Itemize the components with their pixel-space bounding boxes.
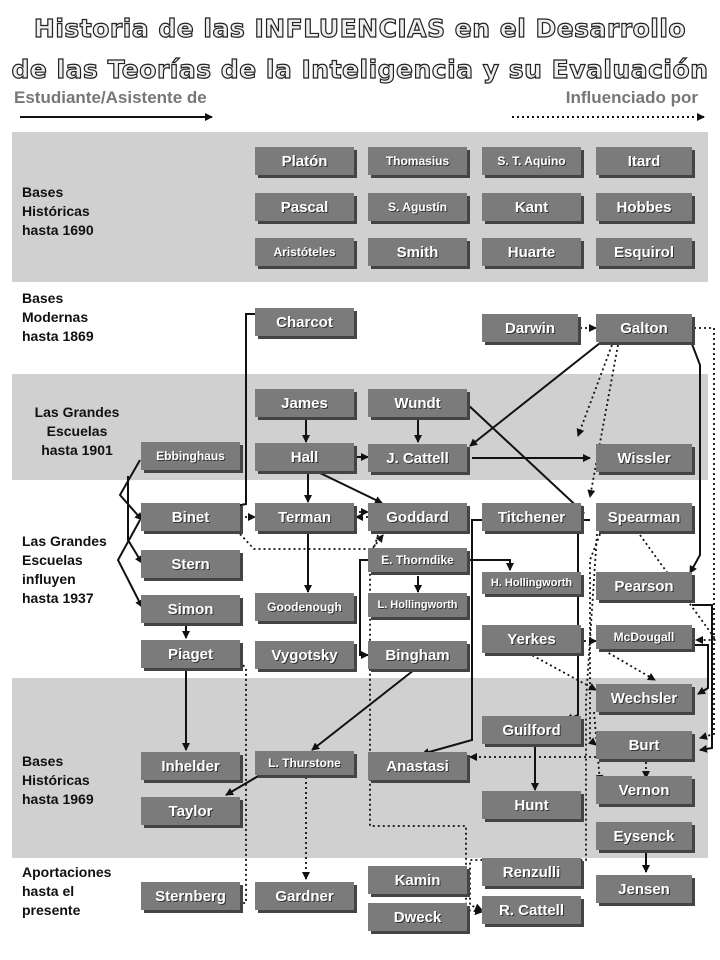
node-galton: Galton (596, 314, 692, 342)
node-jcattell: J. Cattell (368, 444, 467, 472)
node-jensen: Jensen (596, 875, 692, 903)
node-kamin: Kamin (368, 866, 467, 894)
node-lthurstone: L. Thurstone (255, 751, 354, 775)
influence-mcdougall-wechsler (599, 647, 656, 681)
node-goodenough: Goodenough (255, 593, 354, 621)
node-piaget: Piaget (141, 640, 240, 668)
node-platon: Platón (255, 147, 354, 175)
node-aristoteles: Aristóteles (255, 238, 354, 266)
node-wissler: Wissler (596, 444, 692, 472)
era-grandes-escuelas-1901: Las Grandes Escuelas hasta 1901 (34, 404, 120, 458)
node-anastasi: Anastasi (368, 752, 467, 780)
node-dweck: Dweck (368, 903, 467, 931)
node-simon: Simon (141, 595, 240, 623)
node-ebbinghaus: Ebbinghaus (141, 442, 240, 470)
influence-binet-goddard (239, 533, 384, 550)
era-bases-historicas-1690: Bases Históricas hasta 1690 (22, 184, 94, 238)
node-charcot: Charcot (255, 308, 354, 336)
diagram-title-line2: de las Teorías de la Inteligencia y su E… (11, 54, 709, 84)
node-itard: Itard (596, 147, 692, 175)
node-guilford: Guilford (482, 716, 581, 744)
link-ethorndike-hhollingworth (466, 559, 514, 571)
node-stern: Stern (141, 550, 240, 578)
node-yerkes: Yerkes (482, 625, 581, 653)
legend-student-label: Estudiante/Asistente de (14, 88, 207, 107)
diagram-title-line1: Historia de las INFLUENCIAS en el Desarr… (33, 13, 687, 43)
node-wundt: Wundt (368, 389, 467, 417)
node-titchener: Titchener (482, 503, 581, 531)
node-mcdougall: McDougall (596, 625, 692, 649)
node-wechsler: Wechsler (596, 684, 692, 712)
node-huarte: Huarte (482, 238, 581, 266)
node-hobbes: Hobbes (596, 193, 692, 221)
node-renzulli: Renzulli (482, 858, 581, 886)
node-burt: Burt (596, 731, 692, 759)
node-goddard: Goddard (368, 503, 467, 531)
node-aquino: S. T. Aquino (482, 147, 581, 175)
node-inhelder: Inhelder (141, 752, 240, 780)
node-lhollingworth: L. Hollingworth (368, 593, 467, 617)
node-pearson: Pearson (596, 572, 692, 600)
node-kant: Kant (482, 193, 581, 221)
node-hhollingworth: H. Hollingworth (482, 572, 581, 594)
node-ethorndike: E. Thorndike (368, 548, 467, 572)
node-taylor: Taylor (141, 797, 240, 825)
node-rcattell: R. Cattell (482, 896, 581, 924)
node-sternberg: Sternberg (141, 882, 240, 910)
node-vernon: Vernon (596, 776, 692, 804)
node-smith: Smith (368, 238, 467, 266)
era-bases-modernas-1869: Bases Modernas hasta 1869 (22, 290, 94, 344)
node-binet: Binet (141, 503, 240, 531)
node-vygotsky: Vygotsky (255, 641, 354, 669)
node-thomasius: Thomasius (368, 147, 467, 175)
link-ebbinghaus-stern (127, 476, 143, 564)
node-pascal: Pascal (255, 193, 354, 221)
node-agustin: S. Agustín (368, 193, 467, 221)
node-spearman: Spearman (596, 503, 692, 531)
band-bases-historicas-1690 (12, 132, 708, 282)
node-darwin: Darwin (482, 314, 578, 342)
node-hall: Hall (255, 443, 354, 471)
node-james: James (255, 389, 354, 417)
node-esquirol: Esquirol (596, 238, 692, 266)
node-hunt: Hunt (482, 791, 581, 819)
era-grandes-escuelas-influyen-1937: Las Grandes Escuelas influyen hasta 1937 (22, 533, 107, 606)
node-gardner: Gardner (255, 882, 354, 910)
era-bases-historicas-1969: Bases Históricas hasta 1969 (22, 753, 94, 807)
node-terman: Terman (255, 503, 354, 531)
legend-influenced-label: Influenciado por (565, 88, 698, 107)
node-bingham: Bingham (368, 641, 467, 669)
link-binet-simon (116, 519, 143, 608)
node-eysenck: Eysenck (596, 822, 692, 850)
era-aportaciones-presente: Aportaciones hasta el presente (22, 864, 112, 918)
